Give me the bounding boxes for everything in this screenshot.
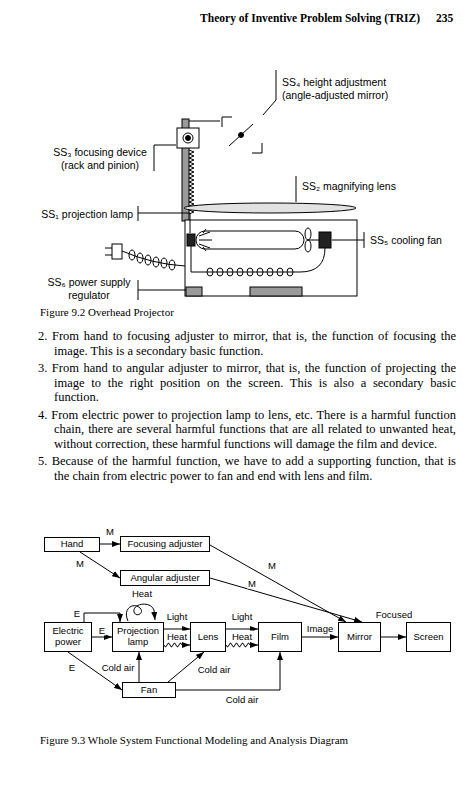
heat-label: Heat [122, 588, 162, 599]
callout-label: SS₆ power supply regulator [44, 276, 134, 302]
box-text: Mirror [347, 632, 372, 643]
box-text: Film [271, 632, 289, 643]
function-connector [302, 637, 338, 638]
edge-label: Heat [231, 631, 253, 642]
box-text: Focusing adjuster [128, 539, 203, 550]
function-connector [139, 652, 140, 682]
function-box: Focusing adjuster [120, 536, 210, 552]
box-text: Projection lamp [116, 626, 160, 648]
function-box: Projection lamp [112, 622, 164, 652]
box-text: Electric power [48, 626, 88, 648]
edge-label: Image [306, 623, 334, 634]
body-paragraph: 5. Because of the harmful function, we h… [38, 454, 456, 483]
function-box: Mirror [338, 622, 381, 652]
text-column: 2. From hand to focusing adjuster to mir… [38, 329, 456, 486]
function-connector [92, 637, 112, 638]
figure-caption: Figure 9.2 Overhead Projector [40, 306, 174, 319]
function-box: Angular adjuster [120, 570, 210, 586]
callout-label: SS₄ height adjustment (angle-adjusted mi… [282, 76, 410, 102]
function-box: Electric power [44, 622, 92, 652]
function-connector [176, 652, 280, 690]
function-connector [84, 613, 120, 622]
harmful-connector [226, 643, 258, 646]
callout-label: SS₅ cooling fan [370, 234, 442, 247]
edge-label: Cold air [225, 694, 260, 705]
edge-label: E [73, 608, 81, 619]
function-connector [210, 578, 362, 622]
box-text: Hand [61, 539, 84, 550]
callout-label: SS₃ focusing device (rack and pinion) [50, 146, 150, 172]
body-paragraph: 4. From electric power to projection lam… [38, 408, 456, 452]
function-box: Hand [44, 537, 100, 552]
edge-label: E [68, 662, 76, 673]
box-text: Angular adjuster [130, 573, 199, 584]
body-paragraph: 2. From hand to focusing adjuster to mir… [38, 329, 456, 358]
edge-label: M [267, 560, 277, 571]
function-connector [164, 629, 190, 630]
box-text: Fan [141, 685, 157, 696]
body-paragraph: 3. From hand to angular adjuster to mirr… [38, 361, 456, 405]
edge-label: M [247, 578, 257, 589]
box-text: Screen [413, 632, 443, 643]
harmful-connector [164, 643, 190, 646]
function-connector [381, 637, 406, 638]
edge-label: Heat [166, 631, 188, 642]
edge-label: Cold air [197, 664, 232, 675]
box-text: Lens [198, 632, 219, 643]
edge-label: M [75, 558, 85, 569]
edge-label: E [98, 625, 106, 636]
running-head: Theory of Inventive Problem Solving (TRI… [200, 11, 420, 25]
function-box: Fan [122, 682, 176, 698]
function-connector [80, 552, 120, 578]
edge-label: M [105, 526, 115, 537]
callout-label: SS₂ magnifying lens [302, 180, 396, 193]
callout-label: SS₁ projection lamp [41, 208, 133, 221]
edge-label: Cold air [101, 662, 136, 673]
edge-label: Light [231, 611, 254, 622]
function-box: Screen [406, 622, 451, 652]
function-box: Lens [190, 622, 226, 652]
figure-caption: Figure 9.3 Whole System Functional Model… [40, 734, 348, 747]
edge-label: Focused [375, 609, 413, 620]
page-number: 235 [436, 11, 453, 25]
function-box: Film [258, 622, 302, 652]
function-connector [100, 544, 120, 545]
function-connector [226, 629, 258, 630]
edge-label: Light [166, 611, 189, 622]
